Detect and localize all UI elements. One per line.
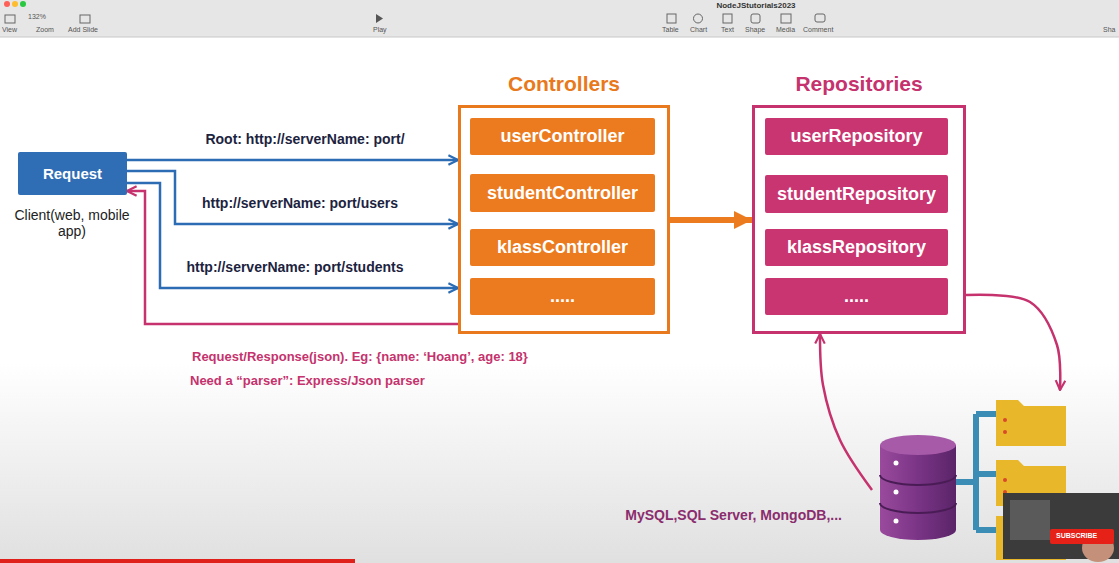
controller-box: ..... (470, 278, 655, 315)
group-heading: Controllers (508, 72, 620, 96)
chart-icon (694, 14, 703, 23)
media-icon (781, 14, 791, 23)
controllers-group: userController studentController klassCont… (458, 105, 670, 334)
box-label: ..... (844, 286, 869, 307)
controller-box: studentController (470, 174, 655, 212)
database-light (894, 519, 899, 524)
controller-box: klassController (470, 229, 655, 266)
toolbar-label: Media (776, 26, 795, 34)
folder-dot (1003, 478, 1007, 482)
toolbar-label: Add Slide (68, 26, 98, 34)
database-band (880, 475, 956, 485)
toolbar-label: Text (721, 26, 734, 34)
folder-icon (996, 460, 1066, 506)
database-light (894, 490, 899, 495)
edge-label: http://serverName: port/users (200, 195, 400, 212)
repository-box: studentRepository (765, 175, 948, 213)
repository-box: userRepository (765, 118, 948, 155)
webcam-frame (1003, 493, 1119, 559)
box-label: userController (500, 126, 624, 147)
box-label: studentController (487, 183, 638, 204)
toolbar-label: Table (662, 26, 679, 34)
text-icon (723, 14, 732, 23)
request-arrow (127, 183, 458, 288)
add-slide-icon (80, 15, 90, 23)
database: MySQL,SQL Server, MongoDB,... (872, 390, 1070, 555)
subscribe-button (1050, 529, 1114, 544)
toolbar-label: Chart (690, 26, 707, 34)
database-band (880, 503, 956, 513)
query-arrow (966, 295, 1060, 390)
toolbar (0, 0, 1119, 37)
slide-background (0, 37, 1119, 563)
box-label: ..... (550, 286, 575, 307)
toolbar-label: Shape (745, 26, 765, 34)
view-icon (5, 15, 15, 23)
progress-bar (0, 559, 355, 563)
play-icon (376, 14, 383, 23)
database-light (894, 461, 899, 466)
box-label: userRepository (790, 126, 922, 147)
toolbar-label: Zoom (36, 26, 54, 34)
request-arrow (127, 171, 458, 224)
database-top (880, 435, 956, 455)
box-label: klassController (497, 237, 628, 258)
folder-dot (1003, 418, 1007, 422)
subscribe-label: SUBSCRIBE (1056, 532, 1097, 540)
toolbar-label: View (2, 26, 17, 34)
shape-icon (751, 14, 760, 23)
request-box: Request (18, 152, 127, 195)
flow-arrow (670, 217, 752, 223)
folder-icon (996, 516, 1066, 560)
toolbar-label: Comment (803, 26, 833, 34)
repository-box: klassRepository (765, 229, 948, 266)
folder-icon (996, 400, 1066, 446)
repositories-group: userRepository studentRepository klassRepo… (752, 105, 966, 334)
toolbar-border (0, 37, 1119, 38)
group-heading: Repositories (795, 72, 922, 96)
minimize-button (12, 1, 18, 7)
response-arrow (127, 191, 458, 324)
folder-dot (1003, 490, 1007, 494)
client-note: Client(web, mobile app) (8, 207, 136, 239)
box-label: studentRepository (777, 184, 936, 205)
webcam-face (1082, 534, 1114, 562)
toolbar-label: Play (373, 26, 387, 34)
controller-box: userController (470, 118, 655, 155)
parser-note: Need a “parser”: Express/Json parser (190, 374, 425, 389)
request-arrow (127, 159, 458, 162)
window-title: NodeJStutorials2023 (716, 1, 795, 10)
zoom-button (20, 1, 26, 7)
result-arrow (820, 334, 872, 490)
edge-label: Root: http://serverName: port/ (203, 131, 406, 148)
repository-box: ..... (765, 278, 948, 315)
close-button (4, 1, 10, 7)
folder-tree (956, 414, 996, 530)
edge-label: http://serverName: port/students (184, 259, 405, 276)
folder-dot (1003, 430, 1007, 434)
table-icon (667, 14, 676, 23)
comment-icon (815, 14, 825, 22)
database-label: MySQL,SQL Server, MongoDB,... (625, 507, 842, 523)
edge-label: Request/Response(json). Eg: {name: ‘Hoan… (190, 349, 530, 365)
box-label: klassRepository (787, 237, 926, 258)
zoom-value: 132% (28, 13, 46, 21)
webcam-background (1010, 500, 1050, 540)
database-cylinder (880, 445, 956, 540)
toolbar-label: Sha (1103, 26, 1115, 34)
box-label: Request (43, 165, 102, 182)
